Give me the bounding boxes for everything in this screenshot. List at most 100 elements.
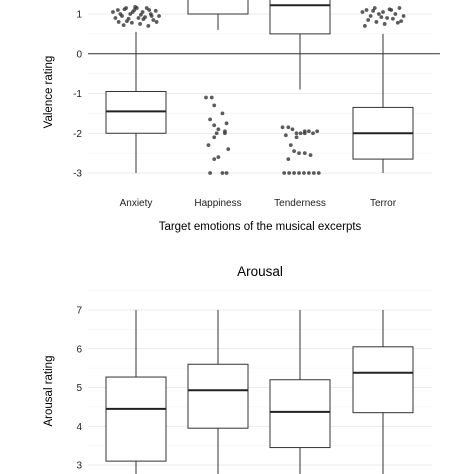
outlier-point: [308, 153, 313, 158]
outlier-point: [382, 22, 387, 26]
box-iqr: [352, 346, 414, 414]
outlier-point: [149, 14, 154, 18]
outlier-point: [157, 14, 161, 18]
y-tick-label: -2: [73, 129, 82, 140]
outlier-point: [147, 8, 152, 12]
outlier-point: [283, 133, 288, 138]
box-iqr: [187, 0, 249, 15]
outlier-point: [130, 10, 135, 14]
outlier-point: [298, 131, 303, 136]
y-axis-title: Valence rating: [43, 56, 55, 129]
outlier-point: [286, 125, 291, 130]
outlier-point: [208, 117, 213, 122]
outlier-point: [146, 24, 151, 28]
outlier-point: [374, 20, 379, 24]
outlier-point: [401, 14, 406, 18]
x-axis-title: Target emotions of the musical excerpts: [159, 221, 362, 233]
outlier-point: [216, 127, 221, 132]
outlier-point: [311, 171, 316, 175]
outlier-point: [397, 6, 402, 10]
outlier-point: [220, 111, 225, 116]
outlier-point: [280, 125, 285, 130]
outlier-point: [212, 135, 217, 140]
plot-area: [88, 0, 440, 175]
panel-title: Arousal: [237, 264, 283, 279]
outlier-point: [224, 171, 229, 175]
outlier-point: [311, 131, 315, 136]
outlier-point: [125, 19, 129, 24]
outlier-point: [315, 129, 320, 134]
outlier-point: [151, 18, 156, 22]
outlier-point: [121, 23, 126, 28]
outlier-point: [206, 143, 211, 148]
outlier-point: [224, 121, 229, 126]
y-tick-label: -3: [73, 169, 82, 180]
box-0: [105, 31, 167, 173]
box-3: [352, 310, 414, 474]
outlier-point: [154, 20, 159, 24]
outlier-point: [129, 20, 134, 25]
outlier-point: [140, 10, 145, 14]
outlier-point: [118, 12, 123, 16]
outlier-point: [223, 131, 227, 136]
outlier-point: [297, 151, 301, 156]
outlier-point: [307, 171, 311, 175]
box-3: [352, 33, 414, 173]
outlier-point: [364, 8, 369, 12]
outlier-point: [214, 131, 219, 136]
outlier-point: [399, 19, 404, 24]
outlier-point: [360, 10, 365, 14]
outlier-point: [290, 127, 295, 132]
outlier-point: [133, 4, 138, 9]
outlier-point: [204, 95, 208, 100]
outlier-point: [292, 149, 296, 154]
outlier-point: [371, 8, 376, 13]
outlier-point: [287, 171, 292, 175]
outlier-point: [116, 20, 121, 24]
y-tick-label: -1: [73, 89, 82, 100]
outliers-3: [360, 6, 406, 28]
y-tick-label: 5: [76, 383, 82, 394]
box-2: [269, 0, 331, 90]
outlier-point: [387, 7, 392, 12]
outlier-point: [297, 171, 301, 175]
y-tick-label: 4: [76, 422, 82, 433]
box-1: [187, 310, 249, 474]
outlier-point: [111, 10, 115, 14]
outlier-point: [362, 24, 367, 28]
outlier-point: [153, 8, 158, 13]
plot-area: [88, 290, 432, 474]
outlier-point: [294, 131, 299, 136]
outlier-point: [393, 12, 398, 16]
box-iqr: [187, 363, 249, 429]
outlier-point: [212, 123, 217, 128]
outlier-point: [366, 18, 371, 22]
x-tick-label: Tenderness: [274, 198, 326, 209]
outlier-point: [316, 171, 321, 175]
outlier-point: [216, 155, 221, 160]
outlier-point: [286, 157, 291, 161]
box-2: [269, 310, 331, 474]
box-1: [187, 0, 249, 30]
outlier-point: [302, 171, 306, 175]
y-tick-label: 0: [76, 49, 82, 60]
outlier-point: [385, 16, 390, 20]
outlier-point: [302, 129, 307, 134]
outlier-point: [209, 95, 214, 100]
box-iqr: [105, 376, 167, 462]
outlier-point: [113, 16, 118, 20]
y-tick-label: 3: [76, 461, 82, 472]
box-0: [105, 310, 167, 474]
x-tick-label: Anxiety: [120, 198, 153, 209]
outlier-point: [390, 16, 395, 21]
outlier-point: [115, 8, 120, 12]
outlier-point: [212, 103, 217, 108]
y-tick-label: 1: [76, 10, 82, 21]
outlier-point: [212, 157, 217, 161]
outlier-point: [376, 12, 381, 16]
outlier-point: [379, 15, 384, 20]
outliers-0: [111, 4, 161, 28]
